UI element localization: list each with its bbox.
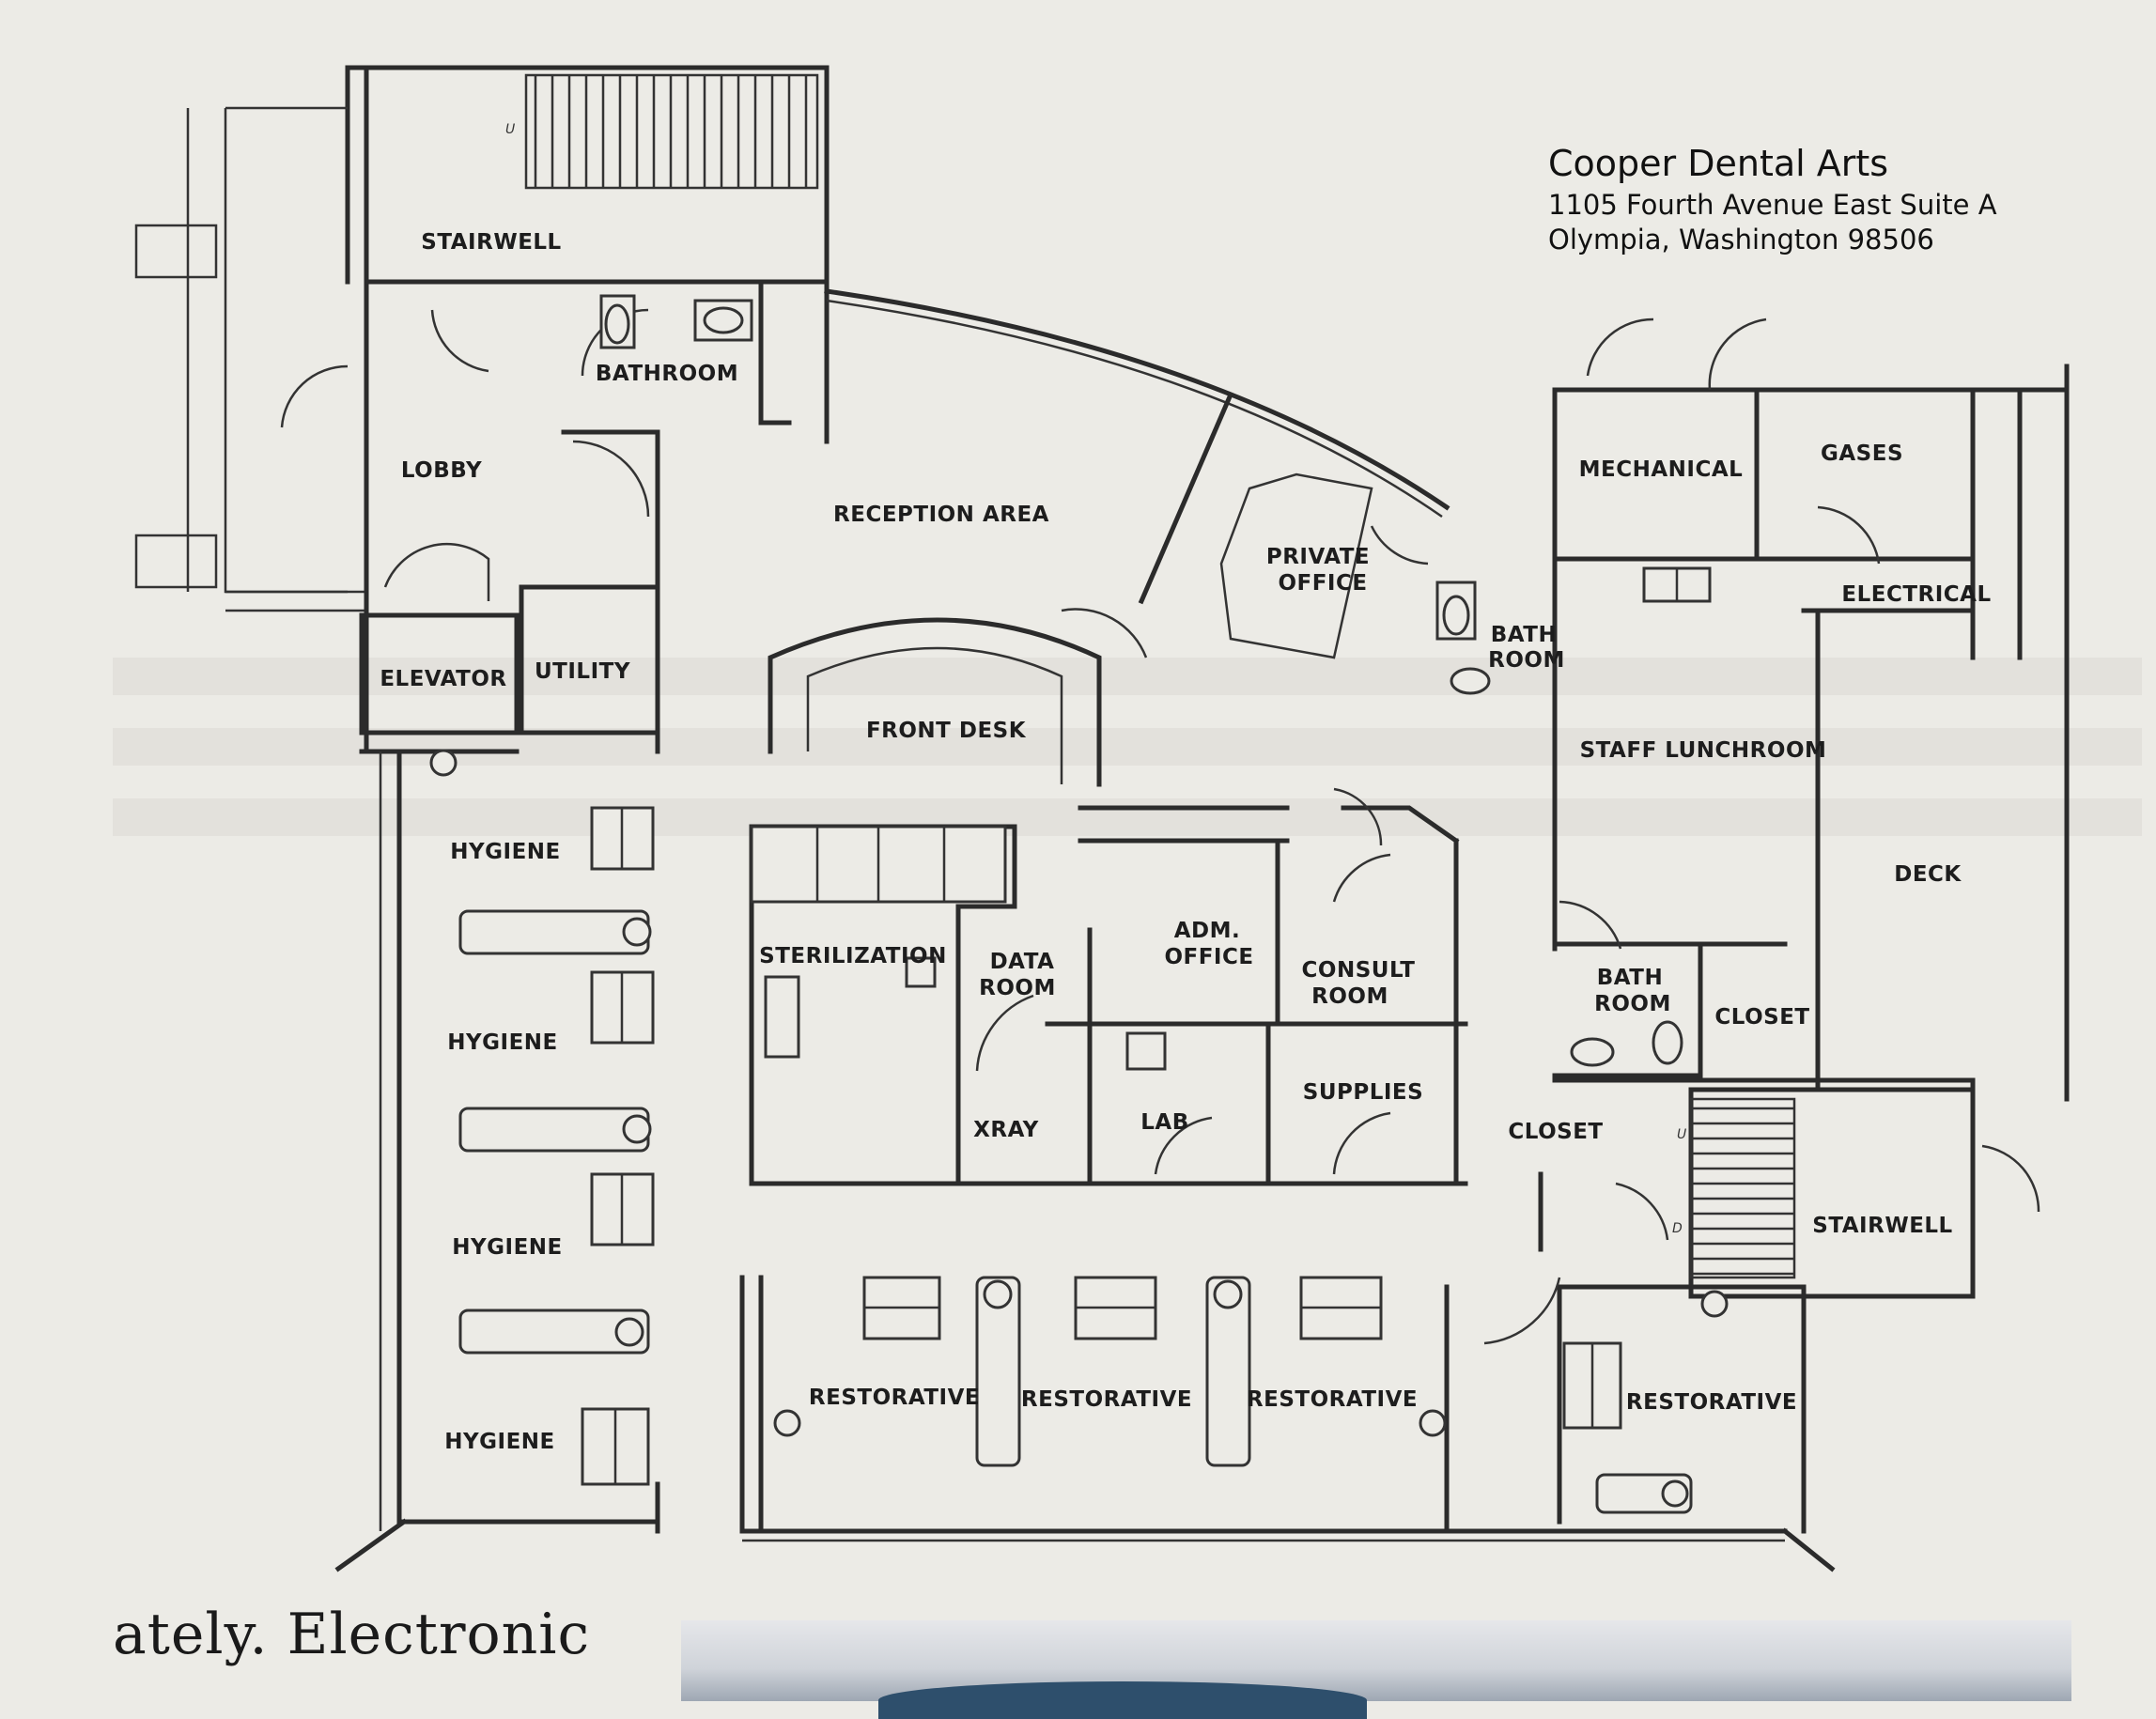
label-utility: UTILITY [535, 659, 630, 684]
label-mechanical: MECHANICAL [1579, 457, 1744, 482]
label-deck: DECK [1894, 862, 1962, 887]
label-stairwell-north: STAIRWELL [421, 230, 561, 255]
label-sterilization: STERILIZATION [759, 944, 947, 968]
label-staff-lunchroom: STAFF LUNCHROOM [1580, 738, 1827, 763]
room-labels: STAIRWELL BATHROOM LOBBY RECEPTION AREA … [380, 230, 1991, 1454]
label-data-room-line2: ROOM [979, 976, 1056, 1000]
label-restorative-2: RESTORATIVE [1021, 1387, 1192, 1412]
label-restorative-4: RESTORATIVE [1626, 1390, 1797, 1415]
title-practice-name: Cooper Dental Arts [1548, 143, 1888, 184]
label-hygiene-4: HYGIENE [444, 1430, 555, 1454]
photo-strip [681, 1620, 2071, 1701]
title-block: Cooper Dental Arts 1105 Fourth Avenue Ea… [1548, 143, 1997, 256]
label-lab: LAB [1140, 1110, 1189, 1135]
label-restorative-1: RESTORATIVE [809, 1386, 980, 1410]
label-private-office-line2: OFFICE [1278, 571, 1367, 596]
label-data-room-line1: DATA [990, 950, 1055, 974]
label-bath-room-lower-line2: ROOM [1594, 992, 1671, 1016]
stair-up-mark-north: U [505, 122, 515, 137]
label-private-office-line1: PRIVATE [1266, 545, 1370, 569]
caption-text: ately. Electronic [113, 1602, 591, 1667]
title-address-line1: 1105 Fourth Avenue East Suite A [1548, 189, 1997, 221]
label-hygiene-1: HYGIENE [450, 840, 561, 864]
label-consult-room-line1: CONSULT [1302, 958, 1416, 983]
label-bath-room-upper-line2: ROOM [1488, 648, 1565, 673]
title-address-line2: Olympia, Washington 98506 [1548, 224, 1934, 256]
walls [134, 65, 2070, 1572]
background-band [113, 798, 2142, 836]
label-front-desk: FRONT DESK [866, 719, 1027, 743]
label-stairwell-south: STAIRWELL [1812, 1214, 1952, 1238]
stairs-north [524, 73, 819, 190]
label-gases: GASES [1821, 441, 1903, 466]
label-restorative-3: RESTORATIVE [1247, 1387, 1418, 1412]
stairs-south [1689, 1097, 1796, 1279]
label-lobby: LOBBY [401, 458, 482, 483]
label-adm-office-line2: OFFICE [1164, 945, 1253, 969]
label-closet-left: CLOSET [1508, 1120, 1603, 1144]
doors [280, 308, 2040, 1345]
label-elevator: ELEVATOR [380, 667, 506, 691]
label-closet-right: CLOSET [1714, 1005, 1809, 1030]
label-adm-office-line1: ADM. [1174, 919, 1241, 943]
label-bath-room-upper-line1: BATH [1491, 623, 1557, 647]
label-consult-room-line2: ROOM [1311, 984, 1388, 1009]
label-bath-room-lower-line1: BATH [1597, 966, 1663, 990]
label-hygiene-2: HYGIENE [447, 1030, 558, 1055]
label-xray: XRAY [973, 1118, 1039, 1142]
label-hygiene-3: HYGIENE [452, 1235, 563, 1260]
fixtures [429, 294, 1729, 1514]
label-reception-area: RECEPTION AREA [833, 503, 1049, 527]
background-band [113, 658, 2142, 695]
stair-marks: U U D [505, 122, 1686, 1236]
label-supplies: SUPPLIES [1303, 1080, 1423, 1105]
label-electrical: ELECTRICAL [1841, 582, 1991, 607]
stair-down-mark-south: D [1672, 1221, 1683, 1236]
stair-up-mark-south: U [1677, 1127, 1686, 1142]
label-bathroom: BATHROOM [596, 362, 738, 386]
